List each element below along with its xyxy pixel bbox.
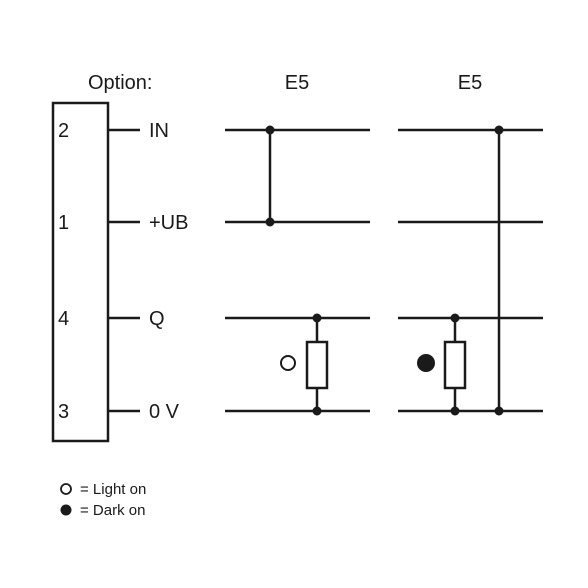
option-label: Option: — [88, 72, 152, 94]
col1-load-resistor — [305, 340, 329, 390]
col2-dark-on-indicator — [417, 354, 435, 372]
col2-junction-in — [494, 125, 504, 135]
col2-header: E5 — [458, 72, 482, 94]
col1-junction-q — [312, 313, 322, 323]
pin-2-number: 2 — [58, 120, 69, 142]
pin-4-number: 4 — [58, 308, 69, 330]
connector-block — [51, 101, 110, 443]
col1-junction-0v — [312, 406, 322, 416]
col2-load-resistor — [443, 340, 467, 390]
pin-1-signal: +UB — [149, 212, 188, 234]
col2-junction-q — [450, 313, 460, 323]
pin-2-signal: IN — [149, 120, 169, 142]
col1-header: E5 — [285, 72, 309, 94]
col2-junction-0v — [450, 406, 460, 416]
legend-dark-on-icon — [60, 504, 72, 516]
pin-4-signal: Q — [149, 308, 165, 330]
col1-junction-in — [265, 125, 275, 135]
legend-light-on-text: = Light on — [80, 481, 146, 498]
legend-light-on-icon — [60, 483, 72, 495]
pin-3-signal: 0 V — [149, 401, 180, 423]
legend-dark-on-text: = Dark on — [80, 502, 145, 519]
col2-junction-0v-bridge — [494, 406, 504, 416]
pin-1-number: 1 — [58, 212, 69, 234]
col1-light-on-indicator — [280, 355, 296, 371]
col1-junction-ub — [265, 217, 275, 227]
pin-3-number: 3 — [58, 401, 69, 423]
